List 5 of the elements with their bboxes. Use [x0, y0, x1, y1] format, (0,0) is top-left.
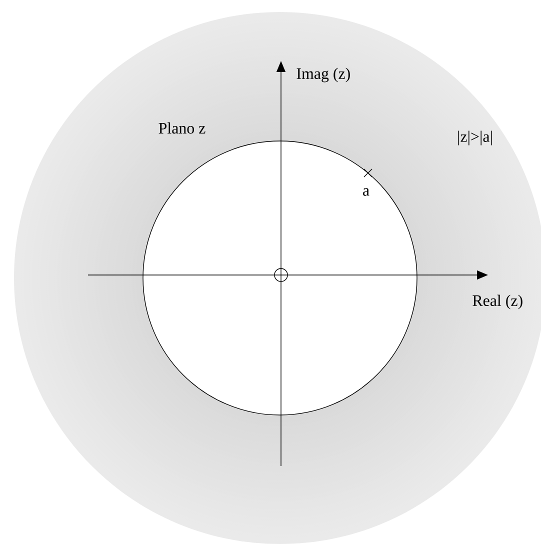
region-label: |z|>|a|	[458, 130, 492, 146]
region-label: a	[363, 188, 370, 196]
region-label: Plano z	[158, 122, 206, 134]
axis-label: Imag (z)	[296, 68, 350, 82]
axis-label: Real (z)	[472, 294, 522, 310]
